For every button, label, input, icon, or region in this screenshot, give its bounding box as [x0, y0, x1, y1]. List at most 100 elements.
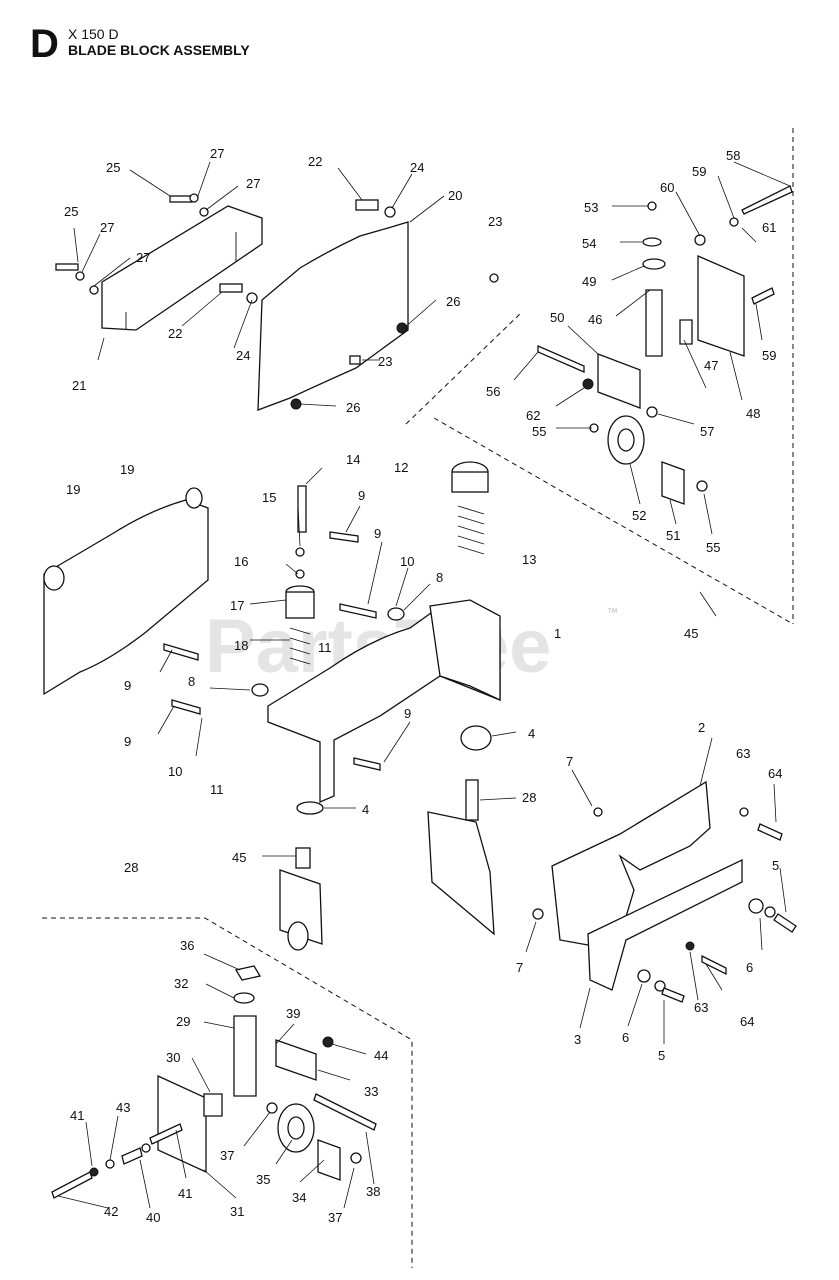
- callout-label: 38: [366, 1184, 380, 1199]
- callout-label: 31: [230, 1204, 244, 1219]
- callout-label: 19: [120, 462, 134, 477]
- callout-label: 60: [660, 180, 674, 195]
- callout-label: 51: [666, 528, 680, 543]
- callout-label: 28: [124, 860, 138, 875]
- callout-label: 40: [146, 1210, 160, 1225]
- callout-label: 9: [124, 678, 131, 693]
- callout-label: 45: [684, 626, 698, 641]
- callout-label: 50: [550, 310, 564, 325]
- callout-label: 59: [692, 164, 706, 179]
- leader-lines: [57, 161, 791, 1209]
- callout-label: 53: [584, 200, 598, 215]
- callout-label: 57: [700, 424, 714, 439]
- callout-label: 46: [588, 312, 602, 327]
- blade-block-components: [43, 461, 797, 1003]
- callout-label: 61: [762, 220, 776, 235]
- callout-label: 24: [236, 348, 250, 363]
- callout-label: 9: [124, 734, 131, 749]
- callout-label: 55: [532, 424, 546, 439]
- callout-label: 59: [762, 348, 776, 363]
- callout-label: 30: [166, 1050, 180, 1065]
- callout-label: 27: [210, 146, 224, 161]
- callout-label: 56: [486, 384, 500, 399]
- callout-label: 5: [658, 1048, 665, 1063]
- assembly-title: BLADE BLOCK ASSEMBLY: [68, 42, 250, 58]
- dashed-boundaries: [42, 128, 794, 1268]
- callout-label: 43: [116, 1100, 130, 1115]
- callout-labels: 25 27 27 25 27 27 22 24 20 23 26 22 24 2…: [64, 146, 782, 1225]
- callout-label: 58: [726, 148, 740, 163]
- callout-label: 14: [346, 452, 360, 467]
- callout-label: 22: [168, 326, 182, 341]
- callout-label: 32: [174, 976, 188, 991]
- callout-label: 10: [168, 764, 182, 779]
- callout-label: 26: [446, 294, 460, 309]
- callout-label: 5: [772, 858, 779, 873]
- callout-label: 11: [318, 640, 332, 655]
- callout-label: 16: [234, 554, 248, 569]
- callout-label: 28: [522, 790, 536, 805]
- callout-label: 63: [736, 746, 750, 761]
- callout-label: 54: [582, 236, 596, 251]
- callout-label: 10: [400, 554, 414, 569]
- callout-label: 55: [706, 540, 720, 555]
- callout-label: 23: [488, 214, 502, 229]
- callout-label: 64: [768, 766, 782, 781]
- roller-arm-assembly: [537, 185, 793, 505]
- callout-label: 9: [358, 488, 365, 503]
- callout-label: 27: [136, 250, 150, 265]
- section-letter: D: [30, 22, 59, 66]
- callout-label: 41: [178, 1186, 192, 1201]
- callout-label: 2: [698, 720, 705, 735]
- callout-label: 4: [362, 802, 369, 817]
- callout-label: 6: [622, 1030, 629, 1045]
- callout-label: 44: [374, 1048, 388, 1063]
- roller-detail-assembly: [51, 965, 377, 1199]
- model-code: X 150 D: [68, 26, 119, 42]
- callout-label: 37: [328, 1210, 342, 1225]
- callout-label: 11: [210, 782, 224, 797]
- callout-label: 25: [106, 160, 120, 175]
- rear-bracket: [257, 221, 409, 411]
- callout-label: 9: [374, 526, 381, 541]
- callout-label: 26: [346, 400, 360, 415]
- callout-label: 52: [632, 508, 646, 523]
- main-frame: [43, 499, 743, 991]
- callout-label: 18: [234, 638, 248, 653]
- callout-label: 22: [308, 154, 322, 169]
- upper-bolts-washers: [55, 193, 499, 410]
- callout-label: 23: [378, 354, 392, 369]
- callout-label: 21: [72, 378, 86, 393]
- callout-label: 15: [262, 490, 276, 505]
- callout-label: 29: [176, 1014, 190, 1029]
- callout-label: 25: [64, 204, 78, 219]
- callout-label: 34: [292, 1190, 306, 1205]
- callout-label: 4: [528, 726, 535, 741]
- callout-label: 42: [104, 1204, 118, 1219]
- callout-label: 27: [246, 176, 260, 191]
- watermark-tm: ™: [607, 607, 618, 619]
- callout-label: 24: [410, 160, 424, 175]
- callout-label: 45: [232, 850, 246, 865]
- callout-label: 12: [394, 460, 408, 475]
- callout-label: 8: [436, 570, 443, 585]
- callout-label: 8: [188, 674, 195, 689]
- callout-label: 62: [526, 408, 540, 423]
- callout-label: 41: [70, 1108, 84, 1123]
- callout-label: 47: [704, 358, 718, 373]
- callout-label: 64: [740, 1014, 754, 1029]
- callout-label: 17: [230, 598, 244, 613]
- callout-label: 1: [554, 626, 561, 641]
- front-guide-plate: [101, 205, 263, 331]
- callout-label: 19: [66, 482, 80, 497]
- callout-label: 37: [220, 1148, 234, 1163]
- callout-label: 36: [180, 938, 194, 953]
- callout-label: 6: [746, 960, 753, 975]
- callout-label: 35: [256, 1172, 270, 1187]
- callout-label: 7: [566, 754, 573, 769]
- callout-label: 63: [694, 1000, 708, 1015]
- callout-label: 9: [404, 706, 411, 721]
- callout-label: 48: [746, 406, 760, 421]
- callout-label: 7: [516, 960, 523, 975]
